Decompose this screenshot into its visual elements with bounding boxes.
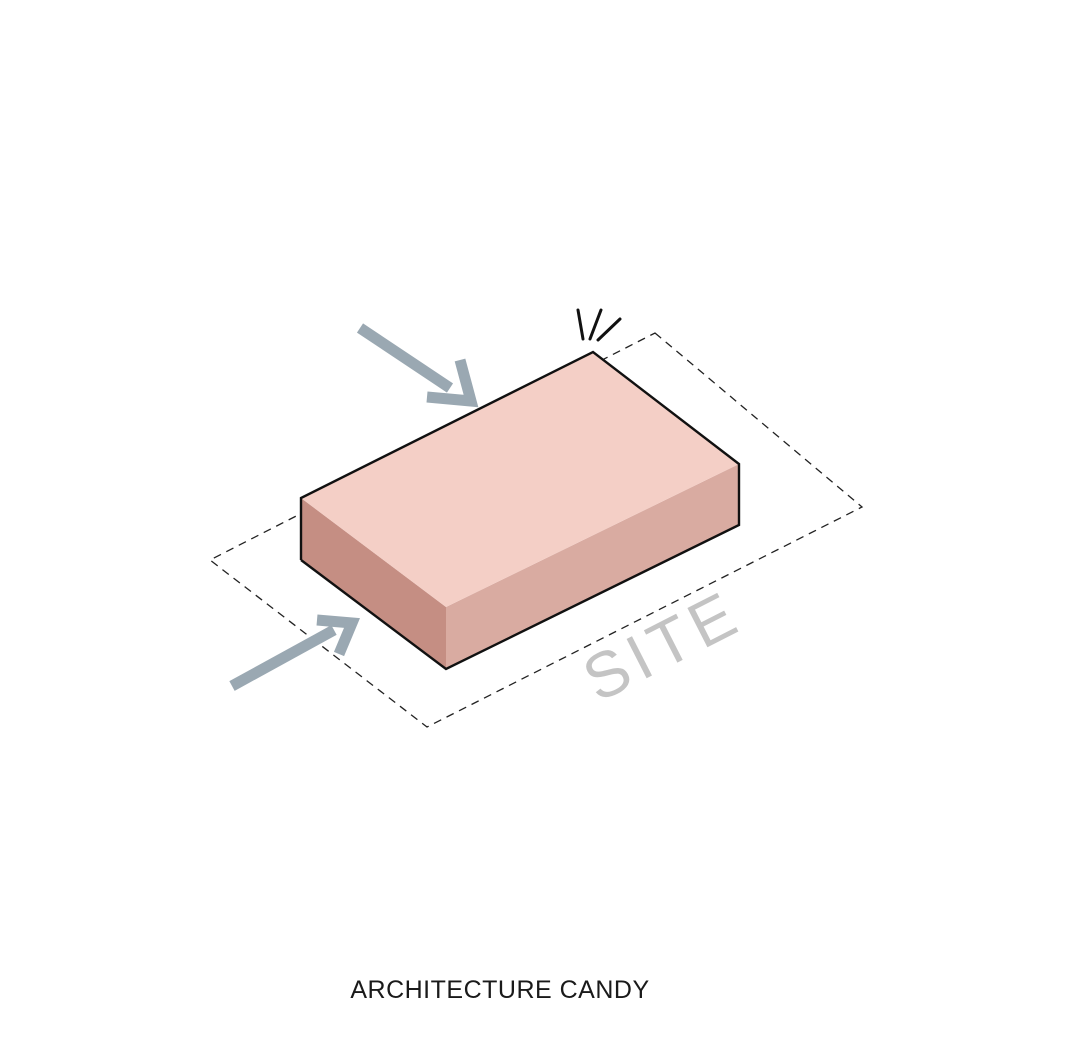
- wind-arrow-icon: [356, 323, 479, 408]
- block-outline: [299, 350, 741, 671]
- footer-credit: ARCHITECTURE CANDY: [350, 976, 650, 1004]
- site-boundary: [208, 332, 864, 728]
- site-label: SITE: [572, 576, 753, 716]
- block-right-face: [446, 464, 739, 669]
- block-top-face: [301, 352, 739, 607]
- emphasis-marks-icon: [576, 308, 622, 342]
- block-left-face-fill: [301, 498, 446, 669]
- wind-arrow-icon: [229, 614, 360, 691]
